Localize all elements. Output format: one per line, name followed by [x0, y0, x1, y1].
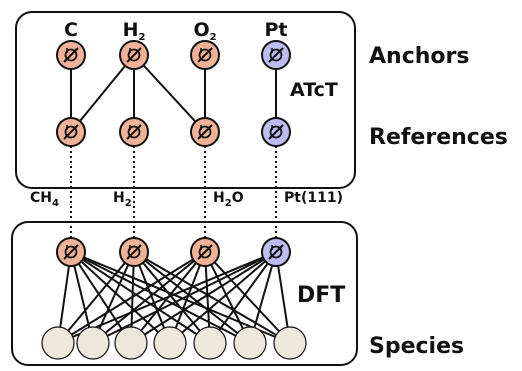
species-label: Species: [369, 334, 464, 359]
reference-label-ch4: CH4: [30, 190, 59, 209]
dft-node-pt111: [261, 237, 291, 267]
reference-label-h2: H2: [113, 190, 132, 209]
anchor-label-o2: O2: [193, 19, 216, 43]
dft-species-edge-3-1: [92, 251, 277, 344]
anchor-node-pt: [261, 40, 291, 70]
dft-species-edge-1-5: [133, 251, 251, 344]
anchor-node-o2: [190, 40, 220, 70]
dft-node-ch4: [56, 237, 86, 267]
dft-node-h2: [119, 237, 149, 267]
dft-species-edge-2-0: [57, 251, 206, 344]
anchors-label: Anchors: [369, 44, 469, 69]
dft-species-edge-3-3: [169, 251, 277, 344]
edge-h2-ch4: [70, 54, 135, 133]
species-node-7: [273, 326, 307, 360]
dft-species-edge-3-2: [130, 251, 277, 344]
dft-species-edge-2-1: [92, 251, 206, 344]
dft-species-edge-1-0: [57, 251, 135, 344]
species-node-3: [114, 326, 148, 360]
anchor-label-pt: Pt: [264, 19, 287, 41]
reference-label-h2o: H2O: [213, 190, 244, 209]
species-node-5: [193, 326, 227, 360]
reference-label-pt111: Pt(111): [284, 190, 343, 206]
node-layer: [41, 40, 307, 360]
species-node-4: [153, 326, 187, 360]
edge-h2-h2o: [133, 54, 206, 133]
species-node-2: [76, 326, 110, 360]
anchor-node-h2: [119, 40, 149, 70]
reference-node-h2o: [190, 117, 220, 147]
dft-label: DFT: [297, 283, 345, 308]
anchor-label-h2: H2: [123, 19, 146, 43]
anchor-node-c: [56, 40, 86, 70]
species-node-6: [233, 326, 267, 360]
atct-label: ATcT: [290, 79, 338, 101]
reference-node-ch4: [56, 117, 86, 147]
reference-node-h2: [119, 117, 149, 147]
dft-species-edge-2-6: [204, 251, 291, 344]
dft-species-edge-2-5: [204, 251, 251, 344]
dft-node-h2o: [190, 237, 220, 267]
dft-species-edge-1-1: [92, 251, 135, 344]
dft-species-edge-1-6: [133, 251, 291, 344]
references-label: References: [369, 125, 508, 150]
dft-species-edge-1-4: [133, 251, 211, 344]
reference-node-pt111: [261, 117, 291, 147]
dft-species-edge-3-4: [209, 251, 277, 344]
species-node-1: [41, 326, 75, 360]
anchor-label-c: C: [64, 19, 78, 41]
dft-species-edge-0-2: [70, 251, 132, 344]
